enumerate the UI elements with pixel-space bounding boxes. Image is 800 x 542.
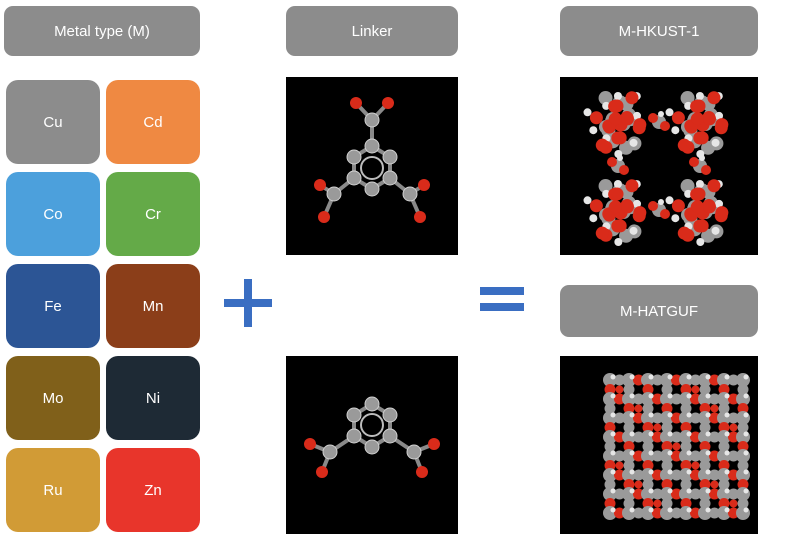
metal-label: Ni	[145, 389, 161, 407]
metal-tile-cr: Cr	[106, 172, 200, 256]
equals-icon	[480, 287, 524, 313]
plus-icon	[224, 279, 272, 327]
metal-tile-fe: Fe	[6, 264, 100, 348]
metal-label: Mo	[42, 389, 64, 407]
tricarboxylate-linker-image	[286, 77, 458, 255]
metal-label: Fe	[44, 297, 62, 315]
hatguf-header: M-HATGUF	[560, 285, 758, 337]
metal-label: Cd	[143, 113, 163, 131]
metal-label: Mn	[142, 297, 164, 315]
metal-tile-co: Co	[6, 172, 100, 256]
hkust-header: M-HKUST-1	[560, 6, 758, 56]
metal-label: Cu	[43, 113, 63, 131]
metal-tile-cu: Cu	[6, 80, 100, 164]
metal-tile-mn: Mn	[106, 264, 200, 348]
metal-tile-ru: Ru	[6, 448, 100, 532]
metal-tile-ni: Ni	[106, 356, 200, 440]
metal-label: Cr	[145, 205, 161, 223]
metal-label: Co	[43, 205, 63, 223]
metal-label: Zn	[144, 481, 162, 499]
dicarboxylate-linker-image	[286, 356, 458, 534]
linker-header: Linker	[286, 6, 458, 56]
metal-tile-zn: Zn	[106, 448, 200, 532]
metal-type-header: Metal type (M)	[4, 6, 200, 56]
hatguf-framework-image	[560, 356, 758, 534]
metal-label: Ru	[43, 481, 63, 499]
metal-tile-mo: Mo	[6, 356, 100, 440]
metal-tile-cd: Cd	[106, 80, 200, 164]
hkust-framework-image	[560, 77, 758, 255]
